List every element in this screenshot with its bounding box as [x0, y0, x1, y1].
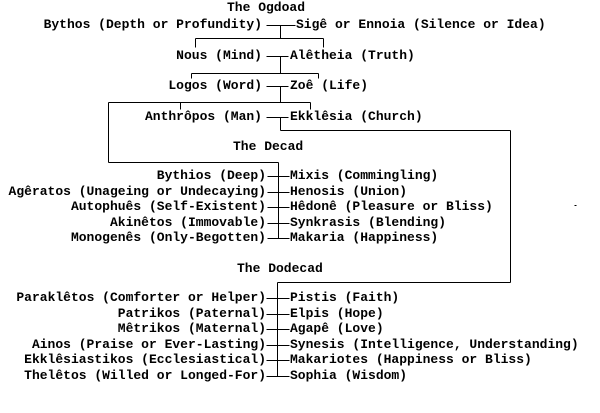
aeon-right-label: Synkrasis (Blending): [290, 215, 447, 230]
aeon-left-label: Ainos (Praise or Ever-Lasting): [31, 337, 266, 352]
aeon-left-label: Ekklêsiastikos (Ecclesiastical): [24, 352, 266, 367]
aeon-right-label: Hêdonê (Pleasure or Bliss): [290, 199, 493, 214]
aeon-left-label: Nous (Mind): [176, 48, 262, 63]
aeon-left-label: Autophuês (Self-Existent): [70, 199, 266, 214]
aeon-right-label: Agapê (Love): [290, 321, 384, 336]
aeon-left-label: Anthrôpos (Man): [144, 109, 262, 124]
aeon-right-label: Zoê (Life): [290, 78, 369, 93]
aeon-left-label: Monogenês (Only-Begotten): [70, 230, 266, 245]
decad-connectors: [108, 162, 290, 239]
aeon-left-label: Logos (Word): [168, 78, 262, 93]
dodecad-connectors: [266, 298, 290, 377]
aeon-left-label: Akinêtos (Immovable): [109, 215, 266, 230]
aeon-right-label: Ekklêsia (Church): [290, 109, 423, 124]
aeon-right-label: Pistis (Faith): [290, 290, 400, 305]
aeon-right-label: Mixis (Commingling): [290, 168, 439, 183]
aeon-left-label: Bythos (Depth or Profundity): [43, 17, 262, 32]
ogdoad-connectors: [108, 25, 511, 377]
aeon-right-label: Makariotes (Happiness or Bliss): [290, 352, 532, 367]
section-title-dodecad: The Dodecad: [237, 261, 323, 276]
aeon-right-label: Elpis (Hope): [290, 306, 384, 321]
aeon-left-label: Mêtrikos (Maternal): [117, 321, 266, 336]
aeon-right-label: Sophia (Wisdom): [290, 368, 408, 383]
section-title-decad: The Decad: [233, 139, 304, 154]
aeon-right-label: Alêtheia (Truth): [290, 48, 415, 63]
aeon-left-label: Thelêtos (Willed or Longed-For): [24, 368, 266, 383]
aeon-right-label: Makaria (Happiness): [290, 230, 439, 245]
aeon-left-label: Bythios (Deep): [156, 168, 266, 183]
aeon-right-label: Synesis (Intelligence, Understanding): [290, 337, 579, 352]
aeon-left-label: Patrikos (Paternal): [117, 306, 266, 321]
aeon-left-label: Paraklêtos (Comforter or Helper): [16, 290, 266, 305]
section-title-ogdoad: The Ogdoad: [227, 0, 306, 15]
aeon-right-label: Sigê or Ennoia (Silence or Idea): [296, 17, 546, 32]
aeon-right-label: Henosis (Union): [290, 184, 408, 199]
aeon-left-label: Agêratos (Unageing or Undecaying): [8, 184, 266, 199]
